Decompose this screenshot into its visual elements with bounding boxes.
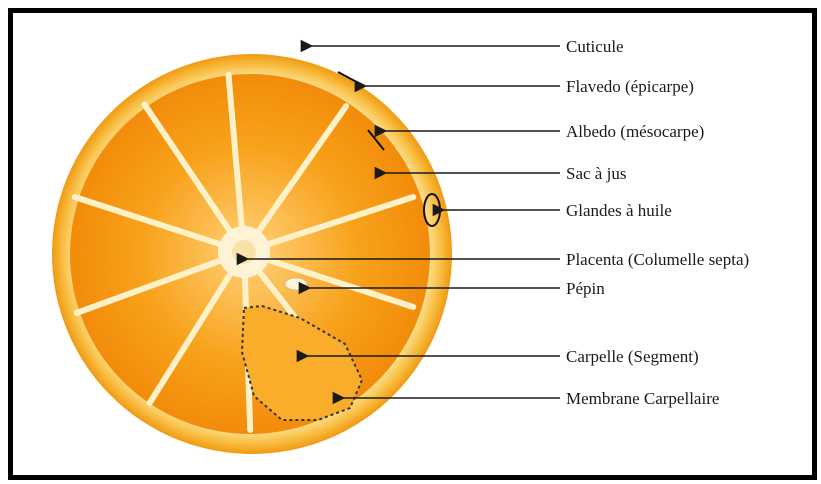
label-sac-a-jus: Sac à jus (566, 164, 626, 183)
labels: Cuticule Flavedo (épicarpe) Albedo (méso… (566, 37, 749, 408)
pepin-seed (285, 278, 307, 290)
orange-fruit (52, 54, 452, 454)
label-placenta: Placenta (Columelle septa) (566, 250, 749, 269)
label-flavedo: Flavedo (épicarpe) (566, 77, 694, 96)
label-glandes: Glandes à huile (566, 201, 672, 220)
label-albedo: Albedo (mésocarpe) (566, 122, 704, 141)
label-cuticule: Cuticule (566, 37, 624, 56)
placenta-inner (232, 240, 256, 264)
label-pepin: Pépin (566, 279, 605, 298)
label-carpelle: Carpelle (Segment) (566, 347, 699, 366)
label-membrane: Membrane Carpellaire (566, 389, 719, 408)
